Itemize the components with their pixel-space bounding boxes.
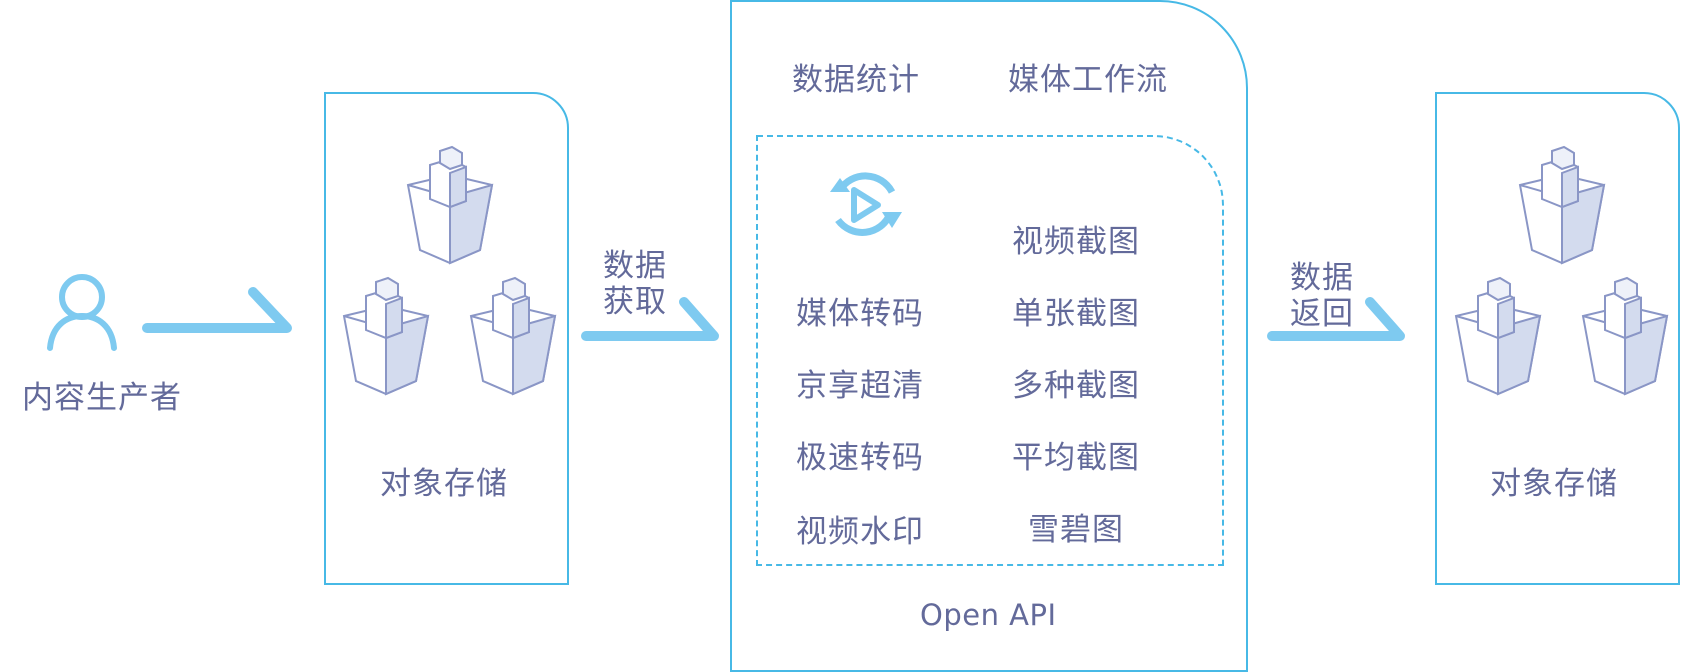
arrow-right-icon bbox=[1267, 297, 1405, 341]
api-feature-item: 平均截图 bbox=[1012, 440, 1140, 476]
source-storage-label: 对象存储 bbox=[380, 466, 508, 502]
bucket-icon bbox=[469, 276, 557, 396]
producer-label: 内容生产者 bbox=[22, 380, 182, 416]
play-cycle-icon bbox=[830, 172, 902, 236]
api-feature-item: 单张截图 bbox=[1012, 296, 1140, 332]
bucket-icon bbox=[342, 276, 430, 396]
bucket-icon bbox=[1581, 276, 1669, 396]
fetch-label-line2: 获取 bbox=[603, 284, 667, 320]
api-top-feature: 媒体工作流 bbox=[1008, 62, 1168, 98]
fetch-label-line1: 数据 bbox=[603, 248, 667, 284]
processing-features-box bbox=[756, 135, 1224, 566]
arrow-right-icon bbox=[142, 287, 292, 333]
target-storage-label: 对象存储 bbox=[1490, 466, 1618, 502]
arrow-right-icon bbox=[581, 297, 719, 341]
api-top-feature: 数据统计 bbox=[792, 62, 920, 98]
open-api-label: Open API bbox=[920, 598, 1057, 632]
user-icon bbox=[47, 274, 117, 351]
bucket-icon bbox=[1454, 276, 1542, 396]
return-label-line1: 数据 bbox=[1290, 260, 1354, 296]
bucket-icon bbox=[406, 145, 494, 265]
api-feature-item: 极速转码 bbox=[796, 440, 924, 476]
api-feature-item: 视频截图 bbox=[1012, 224, 1140, 260]
bucket-icon bbox=[1518, 145, 1606, 265]
return-label-line2: 返回 bbox=[1290, 296, 1354, 332]
api-feature-item: 媒体转码 bbox=[796, 296, 924, 332]
api-feature-item: 京享超清 bbox=[796, 368, 924, 404]
api-feature-item: 多种截图 bbox=[1012, 368, 1140, 404]
api-feature-item: 雪碧图 bbox=[1028, 512, 1124, 548]
api-feature-item: 视频水印 bbox=[796, 514, 924, 550]
